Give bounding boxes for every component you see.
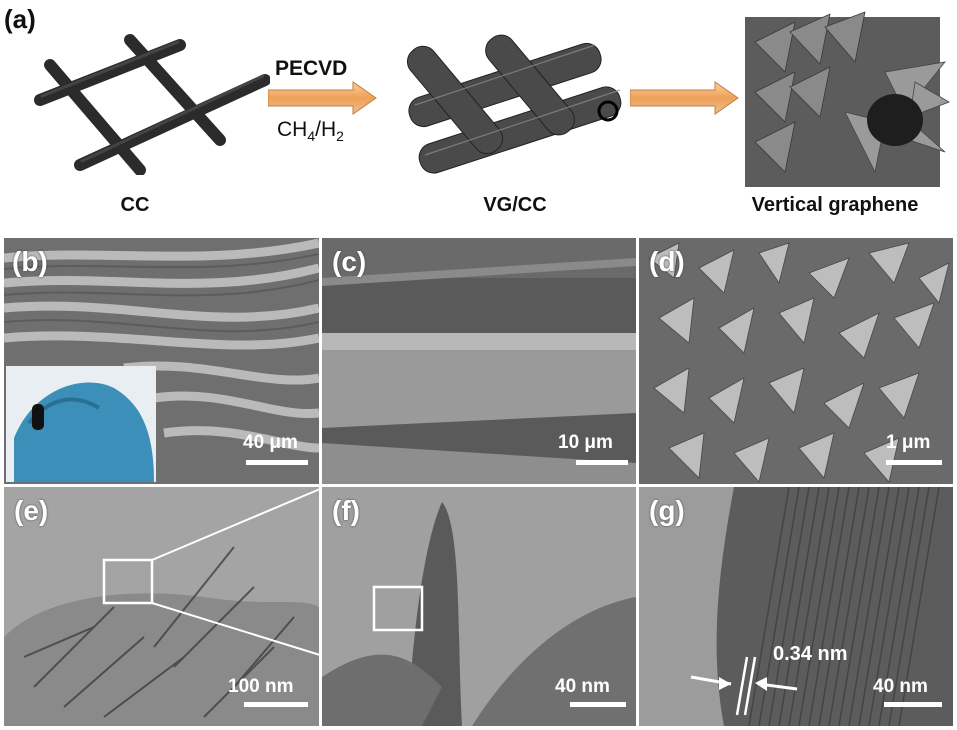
panel-b-scale-text: 40 μm <box>243 432 298 453</box>
panel-f-tem-image <box>322 487 636 726</box>
lattice-spacing-label: 0.34 nm <box>773 643 848 665</box>
panel-e-label: (e) <box>14 495 49 526</box>
panel-c-sem-image <box>322 238 636 484</box>
panel-g-label: (g) <box>649 495 685 526</box>
process-arrow <box>268 81 377 115</box>
panel-c-scalebar <box>576 460 628 465</box>
caption-cc: CC <box>120 194 150 216</box>
panel-g-scale-text: 40 nm <box>873 676 928 697</box>
panel-a-label: (a) <box>4 4 36 34</box>
panel-e-scalebar <box>244 702 308 707</box>
vg-cc-illustration <box>406 34 622 174</box>
process-label: PECVD <box>275 57 348 80</box>
panel-g-hrtem-image <box>639 487 953 726</box>
caption-vg-cc: VG/CC <box>483 194 547 216</box>
panel-d-scalebar <box>886 460 942 465</box>
panel-d-label: (d) <box>649 246 685 277</box>
panel-f-scalebar <box>570 702 626 707</box>
panel-f-label: (f) <box>332 495 360 526</box>
panel-d-scale-text: 1 μm <box>886 432 931 453</box>
vertical-graphene-illustration <box>745 11 950 187</box>
zoom-guide-lines <box>151 488 321 656</box>
panel-b-sem-image <box>4 238 319 484</box>
panel-c-scale-text: 10 μm <box>558 432 613 453</box>
carbon-cloth-illustration <box>34 34 270 175</box>
panel-g-scalebar <box>884 702 942 707</box>
panel-e-scale-text: 100 nm <box>228 676 294 697</box>
panel-b-label: (b) <box>12 246 48 277</box>
panel-b-scalebar <box>246 460 308 465</box>
panel-c-label: (c) <box>332 246 367 277</box>
panel-d-sem-image <box>639 238 953 484</box>
gas-label: CH4/H2 <box>277 118 344 145</box>
caption-vertical-graphene: Vertical graphene <box>751 194 919 216</box>
panel-f-scale-text: 40 nm <box>555 676 610 697</box>
zoom-arrow <box>630 81 739 115</box>
